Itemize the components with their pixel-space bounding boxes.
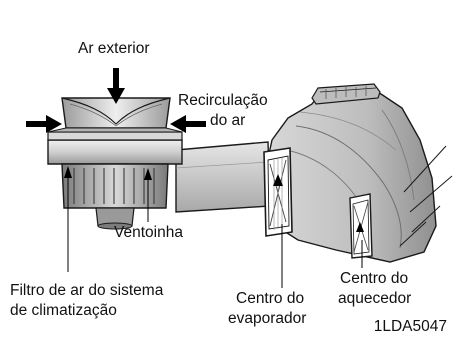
- label-evaporador-1: Centro do: [236, 290, 305, 307]
- label-filtro-2: de climatização: [10, 302, 117, 319]
- leader-lines: [67, 178, 363, 288]
- figure-code: 1LDA5047: [373, 318, 447, 335]
- label-aquecedor-2: aquecedor: [338, 290, 412, 307]
- label-filtro-1: Filtro de ar do sistema: [10, 282, 164, 299]
- blower-assembly: [47, 97, 183, 230]
- label-ventoinha: Ventoinha: [114, 224, 183, 241]
- label-recirculacao-2: do ar: [210, 112, 246, 129]
- label-ar-exterior: Ar exterior: [78, 40, 150, 57]
- duct: [175, 141, 271, 213]
- main-housing: [265, 83, 453, 263]
- label-recirculacao-1: Recirculação: [178, 92, 268, 109]
- label-evaporador-2: evaporador: [228, 310, 307, 327]
- arrow-icon: [26, 68, 364, 232]
- evaporator-core: [263, 147, 293, 237]
- label-aquecedor-1: Centro do: [340, 270, 409, 287]
